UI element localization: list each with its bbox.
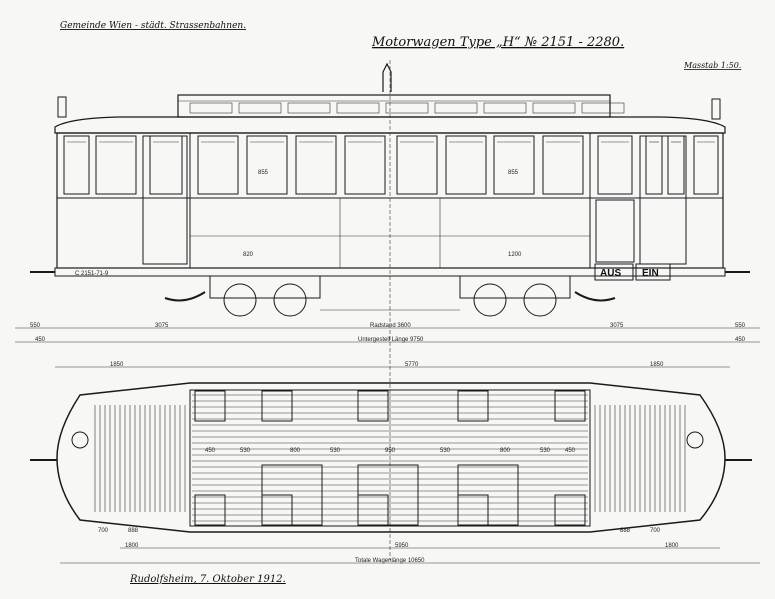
trolley-pole-base	[382, 62, 392, 92]
plan-small-dim: 800	[290, 448, 301, 454]
side-window	[493, 135, 535, 195]
left-truck	[164, 275, 321, 317]
truck-dim-right: 1200	[508, 252, 522, 258]
side-window	[295, 135, 337, 195]
seat	[357, 390, 389, 422]
exit-sign	[594, 263, 634, 281]
plan-small-dim: 530	[540, 448, 551, 454]
window-dim-left: 855	[258, 170, 269, 176]
side-window	[542, 135, 584, 195]
dim-bottom-platform-right: 1800	[665, 543, 679, 549]
car-number-label: C 2151-71-9	[75, 271, 109, 277]
owner-label: Gemeinde Wien - städt. Strassenbahnen.	[60, 21, 246, 31]
seat	[457, 390, 489, 422]
seat	[457, 494, 489, 526]
side-window	[667, 135, 685, 195]
saloon-floor	[189, 389, 591, 527]
dim-frame-end-left: 450	[35, 337, 46, 343]
side-window	[344, 135, 386, 195]
clerestory-vent	[336, 102, 380, 114]
window-dim-right: 855	[508, 170, 519, 176]
clerestory-vent	[238, 102, 282, 114]
dim-frame-end-right: 450	[735, 337, 746, 343]
seat	[194, 390, 226, 422]
seat	[554, 390, 586, 422]
left-signal-lamp	[57, 96, 67, 118]
side-window	[246, 135, 288, 195]
dim-bottom-platform-left: 1800	[125, 543, 139, 549]
side-window	[63, 135, 90, 195]
exit-sign-text: AUS	[600, 268, 621, 279]
dim-total-length: Totale Wagenlänge 10650	[355, 558, 425, 564]
clerestory-vent	[532, 102, 576, 114]
dim-overhang-right: 3075	[610, 323, 624, 329]
clerestory-vent	[189, 102, 233, 114]
plan-small-dim: 888	[620, 528, 631, 534]
clerestory-vent	[483, 102, 527, 114]
plan-small-dim: 950	[385, 448, 396, 454]
left-platform-door	[142, 135, 188, 265]
clerestory-vent	[385, 102, 429, 114]
plan-view: 1850 5770 1850 700 888 888 700 450 530 800 530 9…	[30, 362, 760, 564]
side-window	[149, 135, 183, 195]
plan-small-dim: 888	[128, 528, 139, 534]
right-platform-door	[639, 135, 687, 265]
plan-small-dim: 530	[330, 448, 341, 454]
right-signal-lamp	[711, 98, 721, 120]
seat	[261, 390, 293, 422]
drawing-title: Motorwagen Type „H“ № 2151 - 2280.	[371, 35, 624, 50]
side-window	[95, 135, 137, 195]
side-window	[445, 135, 487, 195]
entry-sign-text: EIN	[642, 268, 659, 279]
dim-wheelbase: Radstand 3600	[370, 323, 411, 329]
side-window	[645, 135, 663, 195]
seat	[357, 494, 389, 526]
dim-frame-length: Untergestell Länge 9750	[358, 337, 424, 343]
plan-small-dim: 700	[98, 528, 109, 534]
platform-gate	[595, 199, 635, 263]
plan-small-dim: 530	[240, 448, 251, 454]
dim-end-left: 550	[30, 323, 41, 329]
place-date: Rudolfsheim, 7. Oktober 1912.	[129, 574, 286, 585]
side-window	[597, 135, 633, 195]
bench	[457, 464, 519, 526]
seat	[554, 494, 586, 526]
bench	[261, 464, 323, 526]
plan-small-dim: 700	[650, 528, 661, 534]
plan-small-dim: 450	[205, 448, 216, 454]
right-truck	[459, 275, 616, 317]
side-dimensions: 550 3075 Radstand 3600 3075 550 450 Unte…	[15, 323, 760, 343]
seat	[261, 494, 293, 526]
car-outline-plan	[56, 382, 726, 533]
side-window	[396, 135, 438, 195]
clerestory-vent	[434, 102, 478, 114]
dim-bottom-saloon: 5950	[395, 543, 409, 549]
truck-dim-left: 820	[243, 252, 254, 258]
dim-top-platform-left: 1850	[110, 362, 124, 368]
clerestory-vent	[581, 102, 625, 114]
side-window	[197, 135, 239, 195]
plan-small-dim: 530	[440, 448, 451, 454]
dim-end-right: 550	[735, 323, 746, 329]
plan-small-dim: 800	[500, 448, 511, 454]
clerestory-roof	[177, 94, 611, 118]
dim-top-saloon: 5770	[405, 362, 419, 368]
plan-small-dim: 450	[565, 448, 576, 454]
bench	[357, 464, 419, 526]
clerestory-vent	[287, 102, 331, 114]
entry-sign	[635, 263, 671, 281]
side-window	[693, 135, 719, 195]
roof	[54, 116, 726, 134]
seat	[194, 494, 226, 526]
scale-label: Masstab 1:50.	[683, 61, 741, 70]
dim-overhang-left: 3075	[155, 323, 169, 329]
dim-top-platform-right: 1850	[650, 362, 664, 368]
